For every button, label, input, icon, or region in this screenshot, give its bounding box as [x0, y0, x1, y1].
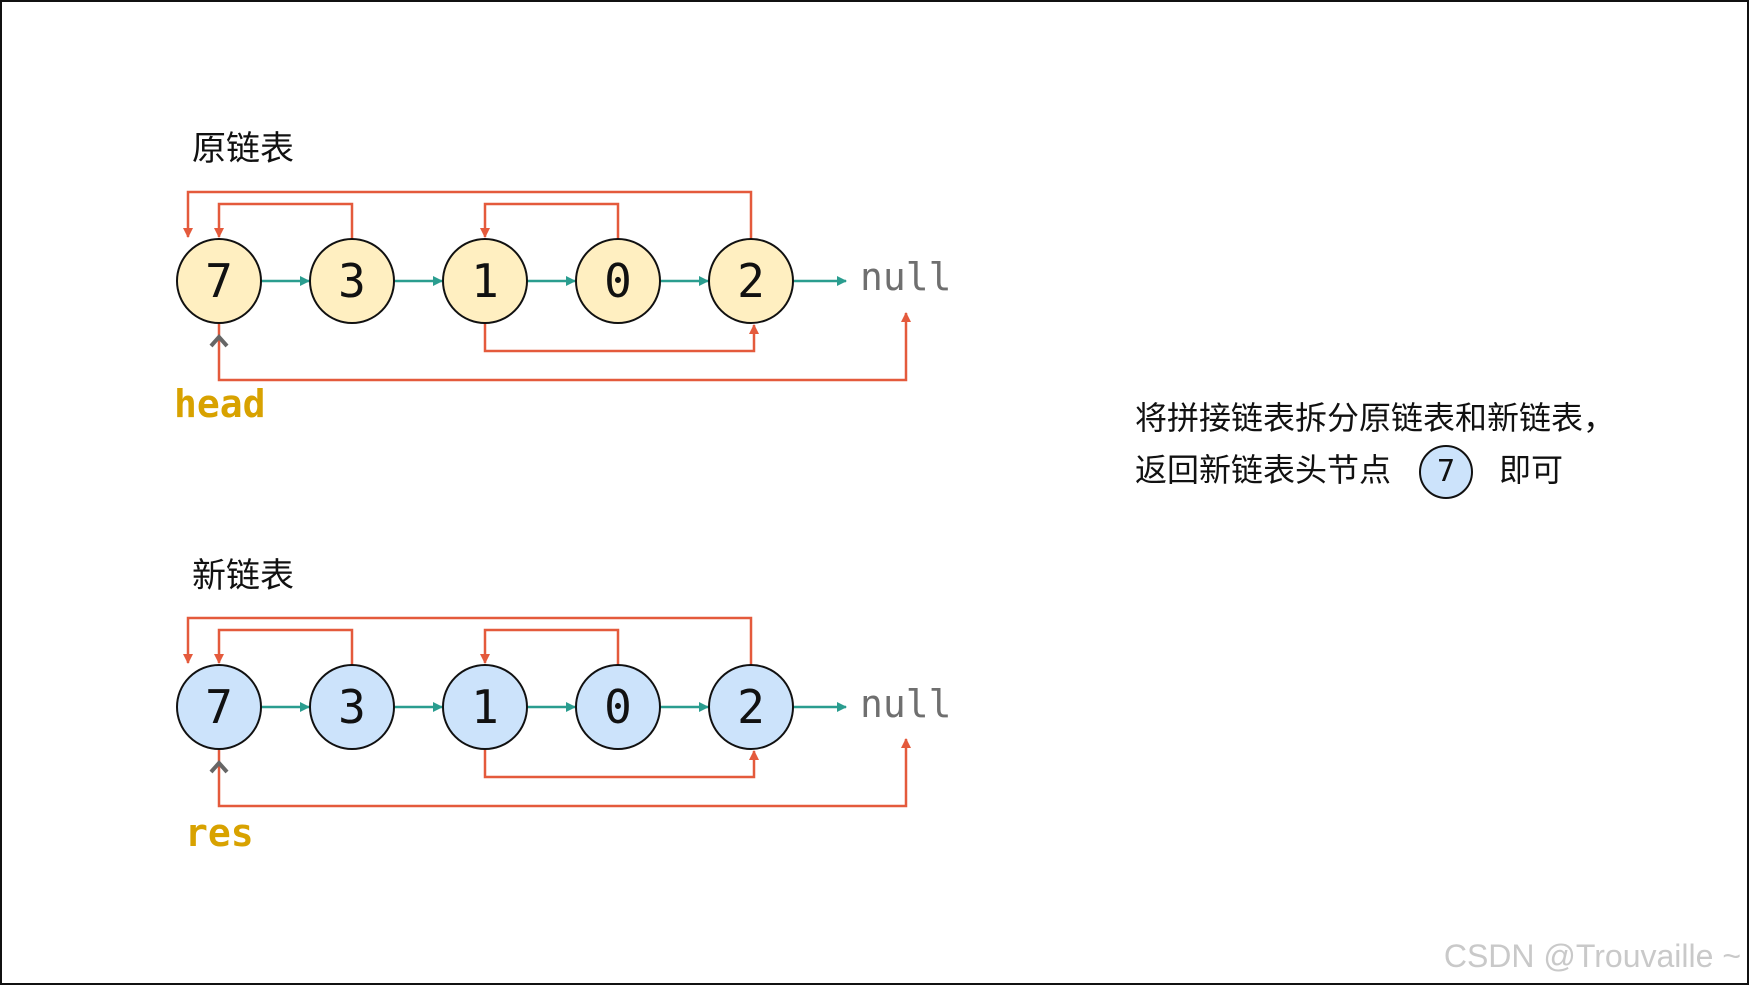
new-random-arrow-7-to-null [217, 738, 911, 808]
description-line-2-prefix: 返回新链表头节点 [1135, 451, 1392, 489]
new-node-label-3: 3 [338, 680, 366, 734]
original-list-title: 原链表 [192, 129, 294, 169]
original-node-7 [176, 238, 262, 324]
new-list-title: 新链表 [192, 556, 294, 596]
original-node-label-3: 3 [338, 254, 366, 308]
original-node-label-0: 0 [604, 254, 632, 308]
new-node-0 [575, 664, 661, 750]
new-node-label-2: 2 [737, 680, 765, 734]
res-pointer-label: res [185, 811, 254, 855]
new-node-label-1: 1 [471, 680, 499, 734]
head-pointer-label: head [174, 382, 266, 426]
description-line-2: 返回新链表头节点 7 即可 [1135, 445, 1563, 499]
original-node-label-2: 2 [737, 254, 765, 308]
new-head-pointer-icon [209, 759, 229, 774]
description-line-1: 将拼接链表拆分原链表和新链表， [1135, 399, 1616, 437]
new-node-label-7: 7 [205, 680, 233, 734]
original-node-1 [442, 238, 528, 324]
original-node-0 [575, 238, 661, 324]
original-random-arrow-2-to-7 [183, 190, 753, 239]
new-node-label-0: 0 [604, 680, 632, 734]
new-random-arrow-3-to-7 [214, 628, 354, 665]
new-node-2 [708, 664, 794, 750]
watermark: CSDN @Trouvaille ~ [1443, 938, 1741, 974]
new-random-arrow-2-to-7 [183, 616, 753, 665]
new-node-1 [442, 664, 528, 750]
original-random-arrow-7-to-null [217, 312, 911, 382]
original-null-label: null [860, 255, 952, 299]
inline-new-head-node: 7 [1419, 445, 1474, 499]
original-head-pointer-icon [209, 333, 229, 348]
new-random-arrow-1-to-2 [483, 749, 759, 779]
original-random-arrow-0-to-1 [480, 202, 620, 239]
new-random-arrow-0-to-1 [480, 628, 620, 665]
new-node-7 [176, 664, 262, 750]
description-line-2-suffix: 即可 [1499, 451, 1564, 489]
original-node-2 [708, 238, 794, 324]
original-node-3 [309, 238, 395, 324]
new-node-3 [309, 664, 395, 750]
new-null-label: null [860, 682, 952, 726]
original-node-label-1: 1 [471, 254, 499, 308]
original-node-label-7: 7 [205, 254, 233, 308]
original-random-arrow-3-to-7 [214, 202, 354, 239]
original-random-arrow-1-to-2 [483, 323, 759, 353]
